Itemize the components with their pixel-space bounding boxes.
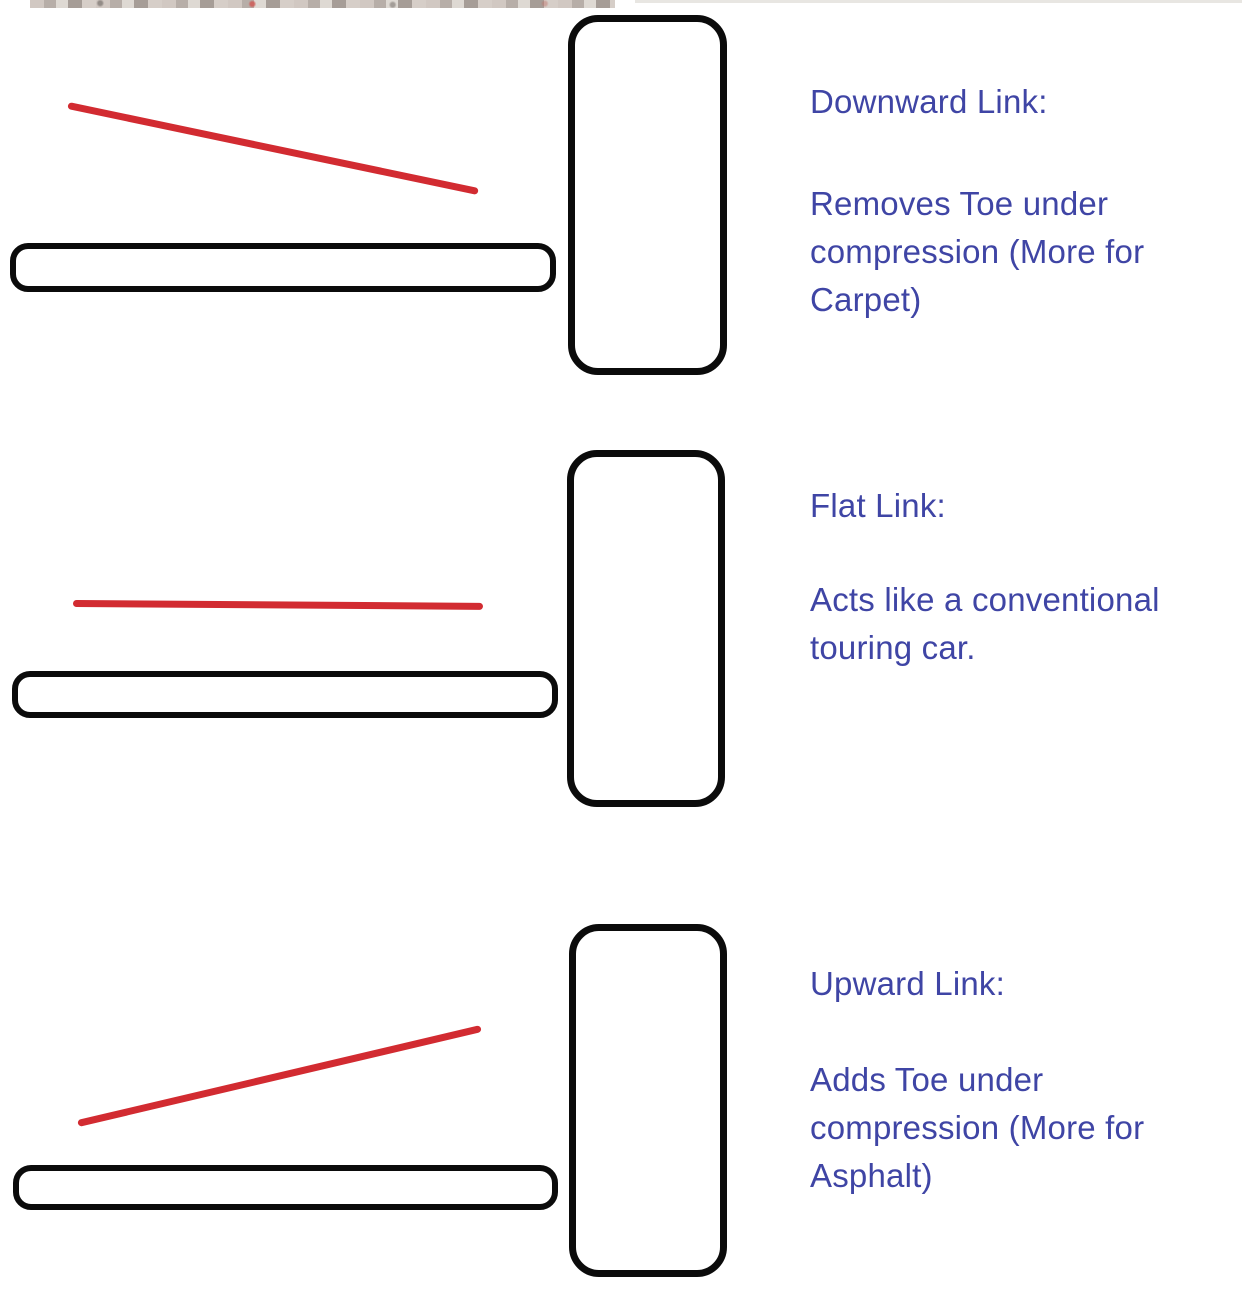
section-body: Removes Toe under compression (More for … (810, 185, 1145, 318)
section-title: Downward Link: (810, 83, 1048, 120)
tire-shape (567, 450, 725, 807)
section-body: Adds Toe under compression (More for Asp… (810, 1061, 1145, 1194)
chassis-arm-shape (13, 1165, 558, 1210)
chassis-arm-shape (12, 671, 558, 718)
toe-link-line-downward (67, 102, 479, 195)
photo-fragment-strip-light (635, 0, 1242, 3)
section-title: Upward Link: (810, 965, 1005, 1002)
chassis-arm-shape (10, 243, 556, 292)
tire-shape (568, 15, 727, 375)
section-title: Flat Link: (810, 487, 946, 524)
section-body: Acts like a conventional touring car. (810, 581, 1160, 666)
toe-link-line-flat (72, 600, 484, 610)
toe-link-line-upward (77, 1025, 482, 1127)
photo-fragment-strip (30, 0, 615, 8)
tire-shape (569, 924, 727, 1277)
